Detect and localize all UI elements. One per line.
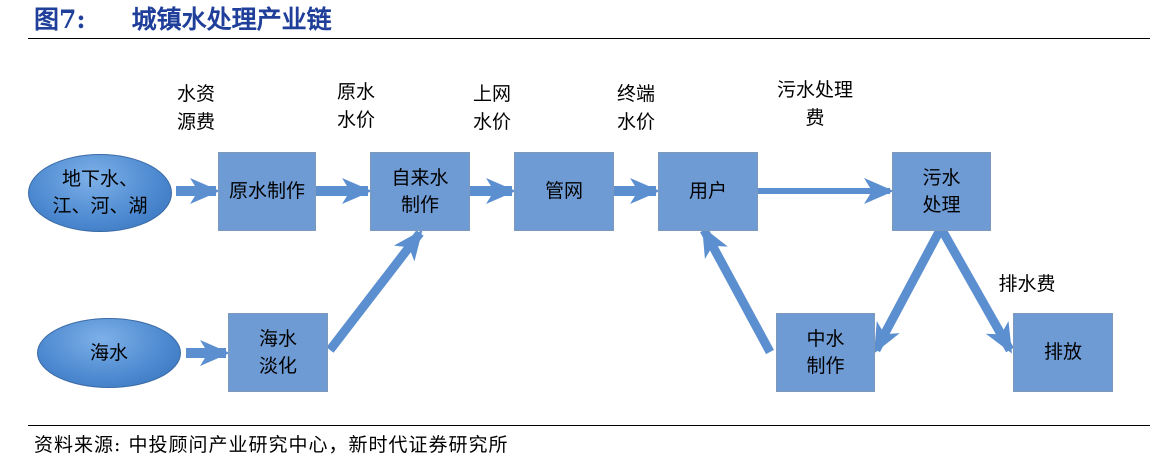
arrow-sewage-to-reclaimed [872, 227, 944, 354]
node-pipe-network: 管网 [514, 152, 614, 231]
node-reclaimed-water: 中水 制作 [776, 313, 875, 392]
node-raw-water: 原水制作 [218, 152, 316, 231]
arrow-reclaimed-to-user [700, 226, 774, 355]
label-sewage-fee: 污水处理 费 [776, 79, 853, 129]
node-discharge: 排放 [1013, 313, 1113, 392]
label-discharge-fee: 排水费 [998, 273, 1056, 295]
figure-title-text: 城镇水处理产业链 [131, 5, 332, 34]
label-end-price: 终端 水价 [616, 83, 655, 133]
label-raw-water-price: 原水 水价 [336, 81, 375, 131]
figure-number: 图7: [34, 5, 86, 34]
node-seawater: 海水 [37, 318, 181, 388]
arrow-sewage-to-discharge [938, 227, 1014, 354]
node-groundwater: 地下水、 江、河、湖 [28, 154, 172, 232]
figure-title: 图7: 城镇水处理产业链 [34, 2, 332, 38]
top-rule [28, 38, 1150, 39]
label-resource-fee: 水资 源费 [176, 83, 215, 133]
arrow-desal-to-tap [326, 229, 424, 353]
node-desalination: 海水 淡化 [228, 313, 328, 392]
node-tap-water: 自来水 制作 [370, 152, 470, 231]
label-grid-price: 上网 水价 [472, 83, 511, 133]
node-sewage-treatment: 污水 处理 [892, 152, 991, 231]
bottom-rule [28, 425, 1150, 426]
source-note: 资料来源: 中投顾问产业研究中心，新时代证券研究所 [34, 434, 509, 456]
node-user: 用户 [658, 152, 758, 231]
